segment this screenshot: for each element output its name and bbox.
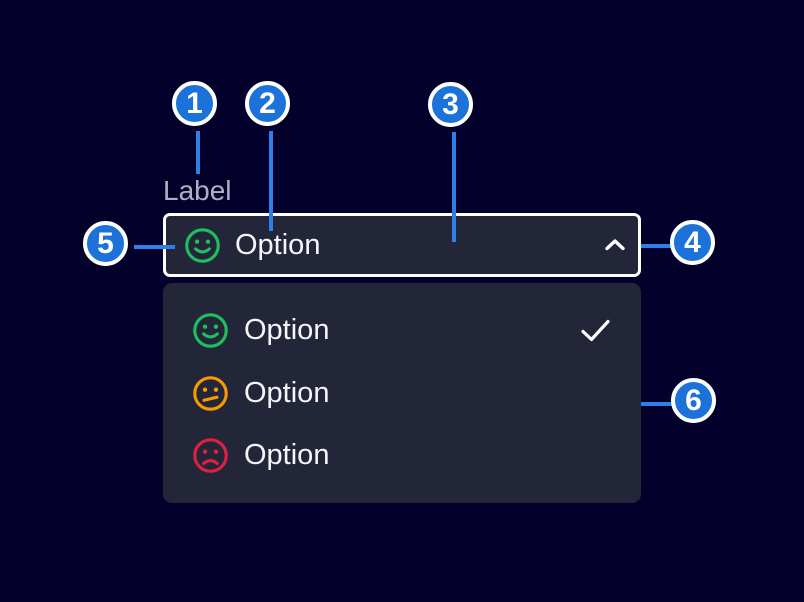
callout-badge-4: 4 (670, 220, 715, 265)
callout-badge-5: 5 (83, 221, 128, 266)
neutral-face-icon (192, 375, 229, 412)
callout-line-1 (196, 131, 200, 174)
callout-line-4 (641, 244, 672, 248)
menu-option-1[interactable]: Option (163, 299, 641, 362)
option-label: Option (244, 376, 330, 409)
field-label: Label (163, 175, 232, 206)
callout-badge-6: 6 (671, 378, 716, 423)
chevron-up-icon[interactable] (604, 238, 626, 252)
callout-line-6 (641, 402, 673, 406)
callout-line-2 (269, 131, 273, 231)
menu-option-2[interactable]: Option (163, 362, 641, 425)
callout-badge-1: 1 (172, 81, 217, 126)
select-field[interactable]: Option (163, 213, 641, 277)
dropdown-menu: Option Option (163, 283, 641, 503)
callout-line-5 (134, 245, 175, 249)
option-label: Option (244, 439, 330, 472)
callout-line-3 (452, 132, 456, 242)
callout-badge-2: 2 (245, 81, 290, 126)
happy-face-icon (184, 227, 221, 264)
happy-face-icon (192, 312, 229, 349)
callout-badge-3: 3 (428, 82, 473, 127)
check-icon (580, 318, 611, 343)
selected-option-text: Option (235, 228, 321, 261)
sad-face-icon (192, 437, 229, 474)
option-label: Option (244, 313, 330, 346)
menu-option-3[interactable]: Option (163, 424, 641, 487)
